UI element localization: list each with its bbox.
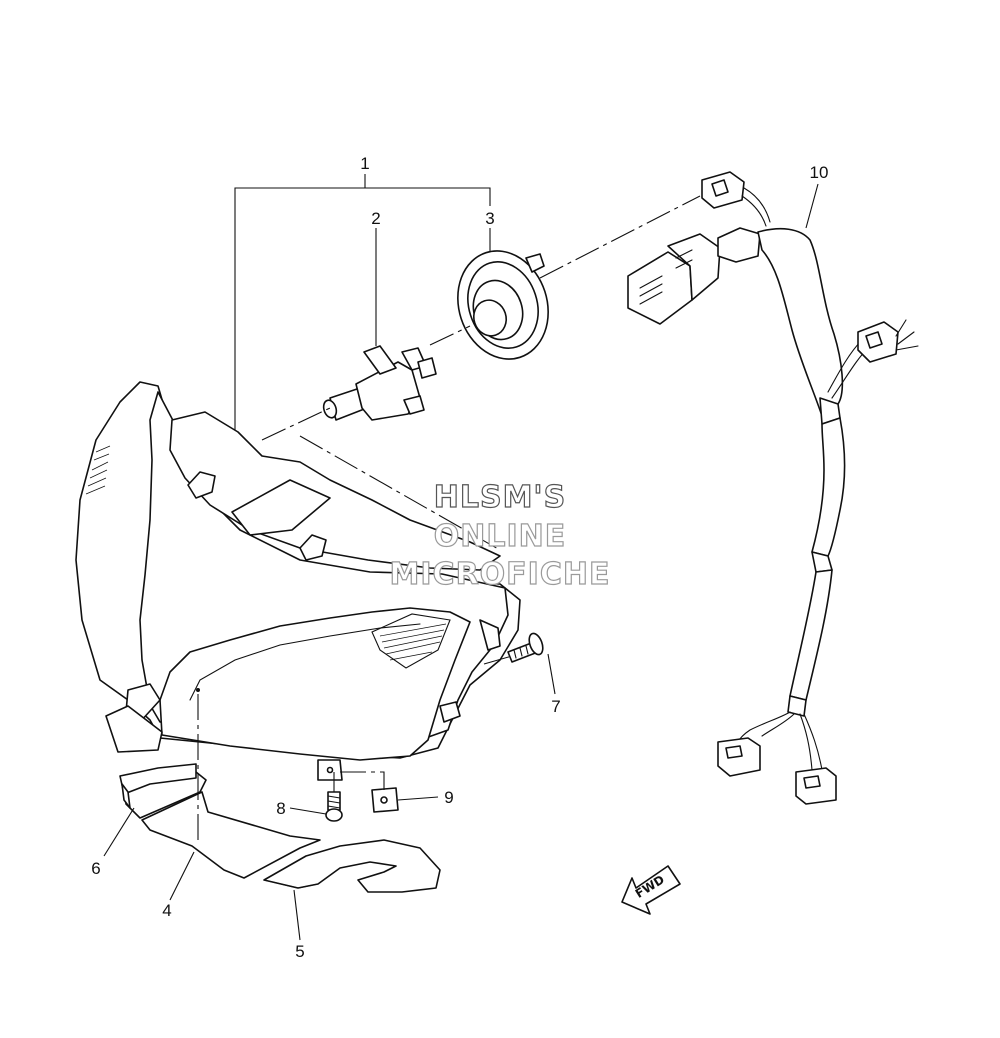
nut-clip	[371, 787, 399, 813]
callout-6: 6	[91, 859, 100, 878]
watermark-line-3: MICROFICHE	[390, 557, 611, 592]
callout-9: 9	[444, 788, 453, 807]
callout-1: 1	[360, 154, 369, 173]
watermark-line-2: ONLINE	[434, 519, 567, 554]
seal-plate	[263, 839, 441, 893]
bulb-dust-cover	[457, 250, 549, 360]
callout-leader-lines	[103, 174, 819, 941]
callout-5: 5	[295, 942, 304, 961]
callout-numbers: 1 2 3 4 5 6 7 8 9 10	[91, 154, 828, 961]
callout-7: 7	[551, 697, 560, 716]
callout-10: 10	[810, 163, 829, 182]
lens-vent-grille	[371, 613, 451, 669]
headlamp-wire-harness	[627, 171, 919, 805]
side-reflector	[85, 445, 111, 495]
assembly-guide-lines	[197, 195, 701, 840]
callout-8: 8	[276, 799, 285, 818]
headlamp-bottom-cover	[123, 771, 321, 879]
callout-3: 3	[485, 209, 494, 228]
side-pad	[119, 763, 197, 809]
watermark: HLSM'S ONLINE MICROFICHE	[389, 479, 611, 592]
forward-direction-arrow: FWD	[621, 865, 681, 915]
watermark-line-1: HLSM'S	[434, 480, 566, 515]
headlamp-housing	[75, 381, 521, 781]
mounting-screw	[507, 632, 544, 663]
headlight-bulb	[322, 345, 437, 421]
bolt	[325, 791, 343, 822]
callout-2: 2	[371, 209, 380, 228]
callout-4: 4	[162, 901, 171, 920]
